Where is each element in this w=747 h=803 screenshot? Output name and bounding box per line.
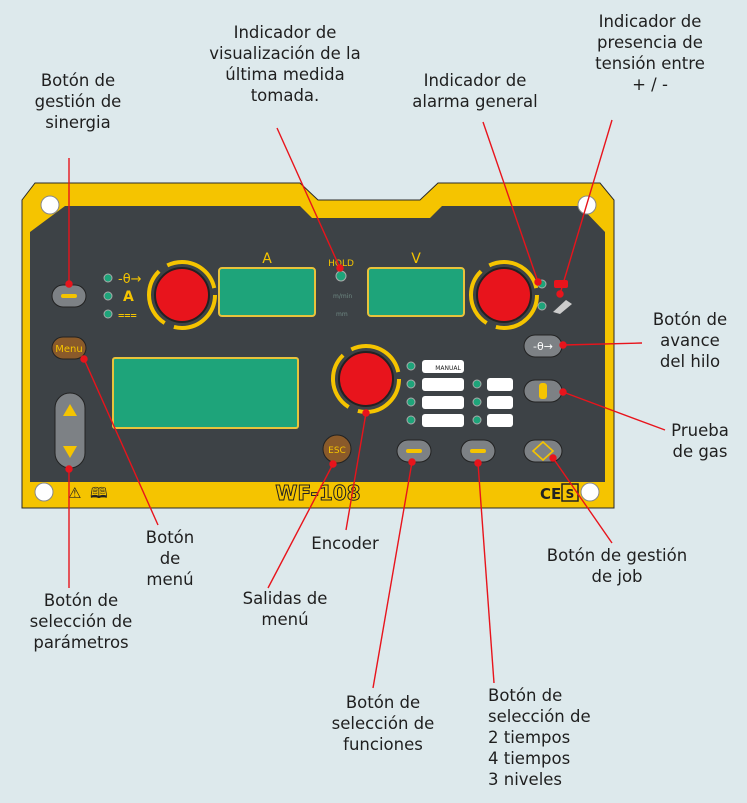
callout-wire-feed: Botón de avance del hilo	[652, 310, 728, 371]
main-display	[112, 357, 299, 429]
display-a	[218, 267, 316, 317]
ce-mark: CE	[540, 485, 561, 503]
gas-bottle-icon	[539, 383, 547, 399]
unit-label-2: mm	[336, 311, 348, 318]
leader-lines	[65, 119, 666, 689]
callout-menu-button: Botón de menú	[145, 528, 195, 589]
screw-icon	[40, 195, 60, 215]
screw-icon	[580, 482, 600, 502]
job-icon	[531, 440, 555, 462]
callout-function-select: Botón de selección de funciones	[331, 693, 435, 754]
callout-job: Botón de gestión de job	[546, 546, 688, 586]
manual-book-icon: 🕮	[90, 484, 108, 502]
model-label: WF-108	[275, 481, 360, 505]
callout-encoder: Encoder	[311, 534, 379, 553]
function-indicators: MANUAL	[406, 360, 513, 427]
callout-alarm: Indicador de alarma general	[412, 71, 538, 111]
param-indicators: -θ→ A ⩶	[103, 272, 142, 321]
menu-button-label: Menu	[55, 344, 82, 355]
hold-label: HOLD	[328, 259, 354, 269]
param-a-label: A	[123, 289, 134, 305]
menu-button[interactable]	[51, 336, 87, 360]
display-v	[367, 267, 465, 317]
callout-last-measure: Indicador de visualización de la última …	[209, 23, 361, 105]
callout-param-select: Botón de selección de parámetros	[29, 591, 133, 652]
thickness-icon: ⩶	[118, 308, 137, 321]
manual-label: MANUAL	[435, 365, 461, 372]
torch-icon	[553, 300, 572, 314]
arrow-up-icon	[63, 404, 77, 416]
esc-label: ESC	[328, 446, 346, 456]
wire-feed-icon: -θ→	[533, 340, 553, 353]
callout-mode-select: Botón de selección de 2 tiempos 4 tiempo…	[488, 686, 591, 789]
stop-icon	[554, 280, 568, 288]
warning-icon: ⚠	[68, 484, 81, 502]
wire-speed-icon: -θ→	[118, 272, 142, 287]
voltage-knob[interactable]	[469, 260, 539, 330]
esc-button[interactable]	[322, 434, 352, 464]
arrow-down-icon	[63, 446, 77, 458]
current-knob[interactable]	[147, 260, 217, 330]
encoder-knob[interactable]	[331, 344, 401, 414]
callout-gas-test: Prueba de gas	[671, 421, 729, 461]
voltage-indicator	[537, 301, 547, 311]
s-mark: S	[566, 487, 575, 501]
hold-indicator	[335, 270, 347, 282]
screw-icon	[34, 482, 54, 502]
unit-label-1: m/min	[333, 293, 352, 300]
display-a-label: A	[262, 251, 272, 267]
display-v-label: V	[411, 251, 421, 267]
callout-menu-exit: Salidas de menú	[242, 589, 328, 629]
callout-sinergia: Botón de gestión de sinergia	[34, 71, 122, 132]
callout-voltage: Indicador de presencia de tensión entre …	[595, 12, 705, 94]
